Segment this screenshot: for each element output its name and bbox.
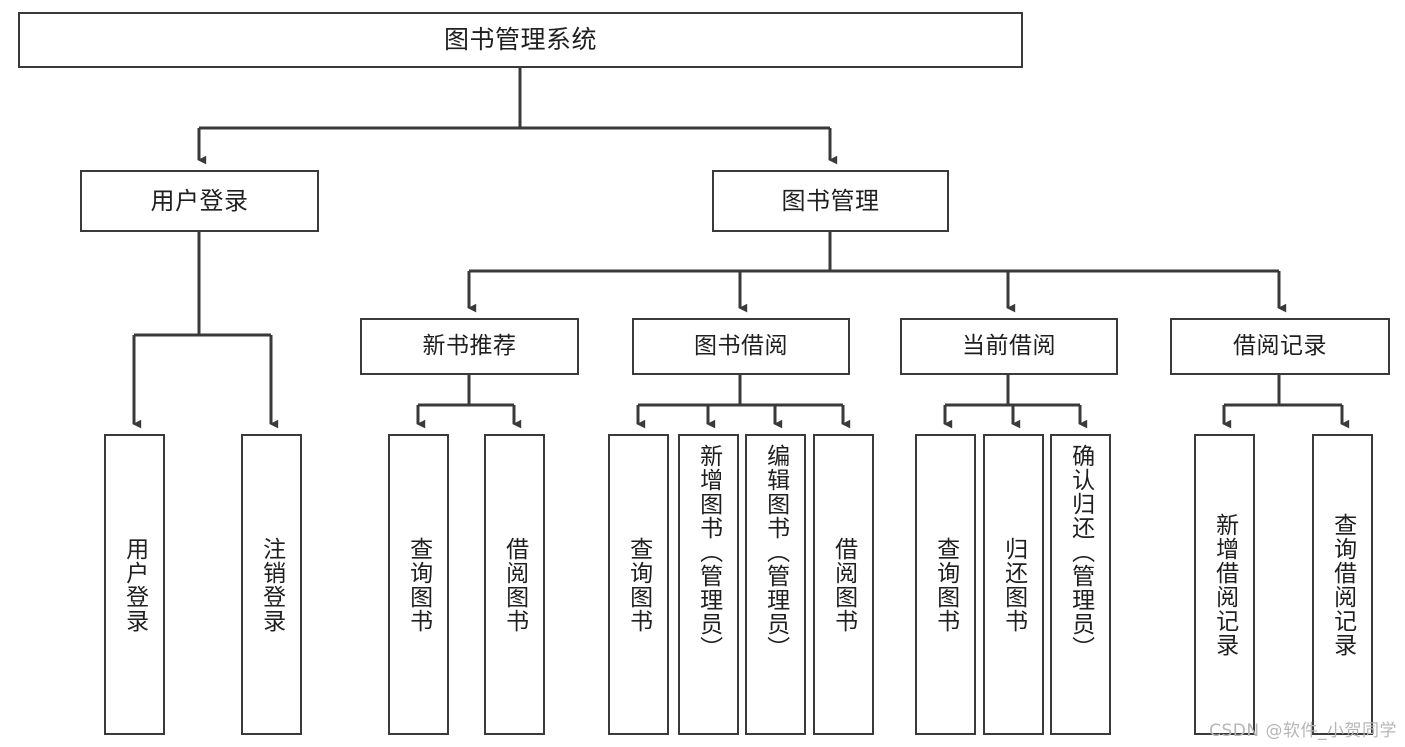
leaf-book-borrow-add-label: 新增图书（管理员） xyxy=(695,444,722,660)
leaf-book-borrow-borrow[interactable]: 借阅图书 xyxy=(813,434,874,735)
node-new-book-recommend-label: 新书推荐 xyxy=(422,332,517,359)
node-book-management-label: 图书管理 xyxy=(781,186,880,215)
leaf-borrow-record-add-label: 新增借阅记录 xyxy=(1211,512,1238,657)
leaf-new-book-query-label: 查询图书 xyxy=(405,536,432,633)
leaf-borrow-record-add[interactable]: 新增借阅记录 xyxy=(1194,434,1255,735)
node-user-login-label: 用户登录 xyxy=(150,186,249,215)
leaf-current-borrow-query[interactable]: 查询图书 xyxy=(915,434,976,735)
leaf-borrow-record-query-label: 查询借阅记录 xyxy=(1329,512,1356,657)
node-current-borrow[interactable]: 当前借阅 xyxy=(900,318,1118,375)
leaf-new-book-borrow-label: 借阅图书 xyxy=(501,536,528,633)
leaf-user-login-login-label: 用户登录 xyxy=(121,536,148,633)
leaf-book-borrow-add[interactable]: 新增图书（管理员） xyxy=(678,434,739,735)
leaf-current-borrow-query-label: 查询图书 xyxy=(932,536,959,633)
leaf-current-borrow-return[interactable]: 归还图书 xyxy=(983,434,1044,735)
watermark: CSDN @软件_小贺同学 xyxy=(1209,721,1397,741)
leaf-book-borrow-query[interactable]: 查询图书 xyxy=(608,434,669,735)
node-book-borrow[interactable]: 图书借阅 xyxy=(632,318,850,375)
node-book-management[interactable]: 图书管理 xyxy=(712,170,949,232)
node-borrow-record-label: 借阅记录 xyxy=(1233,332,1327,359)
leaf-user-login-logout-label: 注销登录 xyxy=(258,536,285,633)
node-borrow-record[interactable]: 借阅记录 xyxy=(1170,318,1390,375)
leaf-new-book-query[interactable]: 查询图书 xyxy=(388,434,449,735)
node-root-label: 图书管理系统 xyxy=(443,25,597,55)
leaf-user-login-logout[interactable]: 注销登录 xyxy=(241,434,302,735)
leaf-borrow-record-query[interactable]: 查询借阅记录 xyxy=(1312,434,1373,735)
node-book-borrow-label: 图书借阅 xyxy=(694,332,788,359)
node-user-login[interactable]: 用户登录 xyxy=(80,170,319,232)
leaf-book-borrow-edit[interactable]: 编辑图书（管理员） xyxy=(745,434,806,735)
leaf-current-borrow-return-label: 归还图书 xyxy=(1000,536,1027,633)
leaf-user-login-login[interactable]: 用户登录 xyxy=(104,434,165,735)
leaf-current-borrow-confirm-return-label: 确认归还（管理员） xyxy=(1067,444,1094,660)
leaf-book-borrow-query-label: 查询图书 xyxy=(625,536,652,633)
leaf-book-borrow-edit-label: 编辑图书（管理员） xyxy=(762,444,789,660)
node-new-book-recommend[interactable]: 新书推荐 xyxy=(360,318,579,375)
node-current-borrow-label: 当前借阅 xyxy=(962,332,1056,359)
leaf-new-book-borrow[interactable]: 借阅图书 xyxy=(484,434,545,735)
leaf-current-borrow-confirm-return[interactable]: 确认归还（管理员） xyxy=(1050,434,1111,735)
leaf-book-borrow-borrow-label: 借阅图书 xyxy=(830,536,857,633)
node-root[interactable]: 图书管理系统 xyxy=(18,12,1023,68)
